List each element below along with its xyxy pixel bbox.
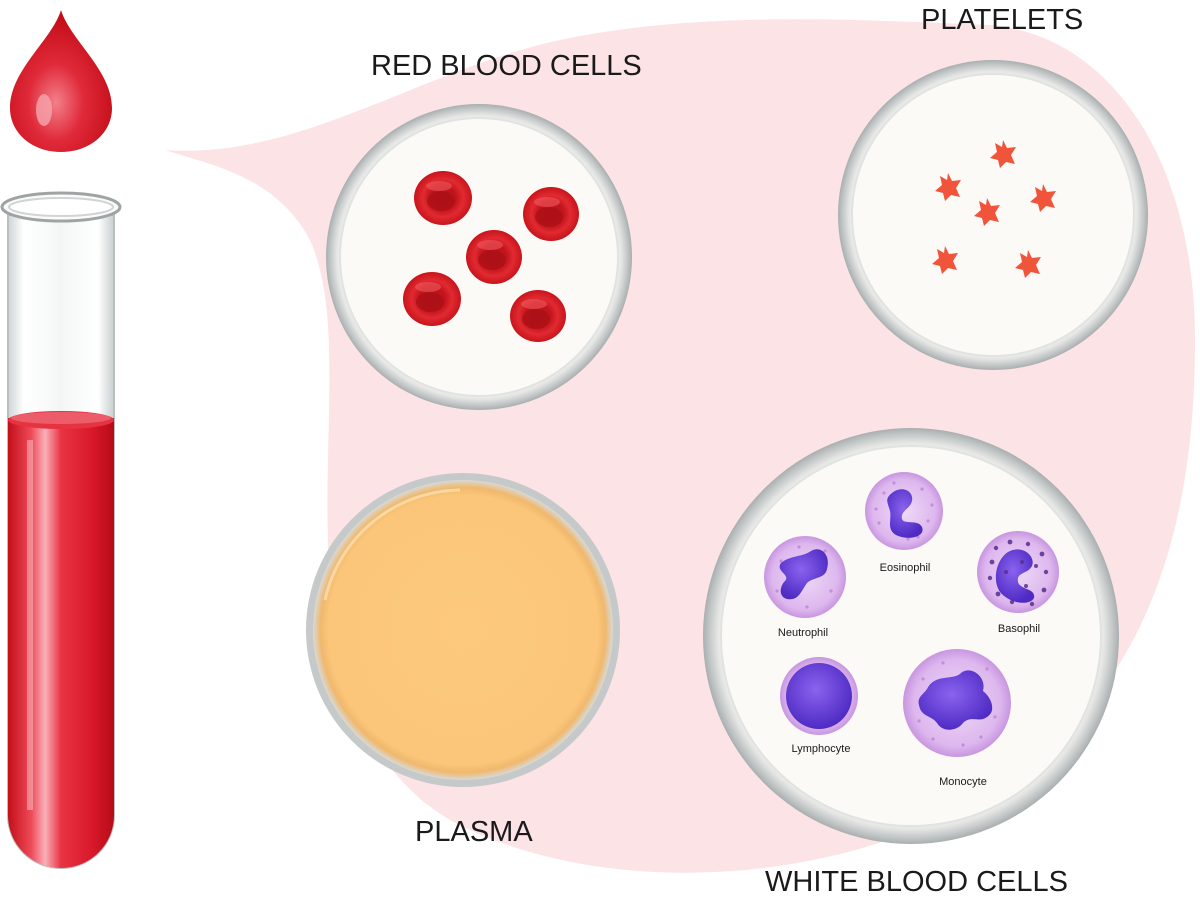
- lymphocyte-label: Lymphocyte: [792, 743, 851, 755]
- platelet: [974, 198, 1000, 226]
- red-blood-cells-dish: [326, 104, 632, 410]
- red-blood-cell: [403, 272, 461, 326]
- red-blood-cell: [510, 290, 566, 342]
- monocyte-label: Monocyte: [939, 776, 987, 788]
- plasma-label: PLASMA: [415, 816, 533, 848]
- white-blood-cells-dish: Eosinophil Neutrophil Basophil Lymphocyt…: [703, 428, 1119, 844]
- blood-drop-icon: [10, 10, 112, 152]
- eosinophil-cell: [865, 472, 943, 550]
- platelet: [1015, 250, 1041, 278]
- plasma-dish: [306, 473, 620, 787]
- blood-drop-highlight: [36, 94, 52, 126]
- platelet: [935, 173, 961, 201]
- red-blood-cells-label: RED BLOOD CELLS: [371, 50, 642, 82]
- lymphocyte-cell: [780, 657, 858, 735]
- platelet: [1030, 184, 1056, 212]
- neutrophil-label: Neutrophil: [778, 627, 828, 639]
- eosinophil-label: Eosinophil: [880, 562, 931, 574]
- platelets-dish: [838, 60, 1148, 370]
- tube-blood: [8, 418, 114, 868]
- platelet: [990, 140, 1016, 168]
- white-blood-cells-label: WHITE BLOOD CELLS: [765, 866, 1068, 898]
- basophil-cell: [977, 531, 1059, 613]
- red-blood-cell: [466, 230, 522, 284]
- platelet: [932, 246, 958, 274]
- red-blood-cell: [414, 171, 472, 225]
- test-tube: [0, 191, 122, 870]
- platelets-label: PLATELETS: [921, 4, 1084, 36]
- basophil-label: Basophil: [998, 623, 1040, 635]
- neutrophil-cell: [764, 536, 846, 618]
- red-blood-cell: [523, 187, 579, 241]
- monocyte-cell: [903, 649, 1011, 757]
